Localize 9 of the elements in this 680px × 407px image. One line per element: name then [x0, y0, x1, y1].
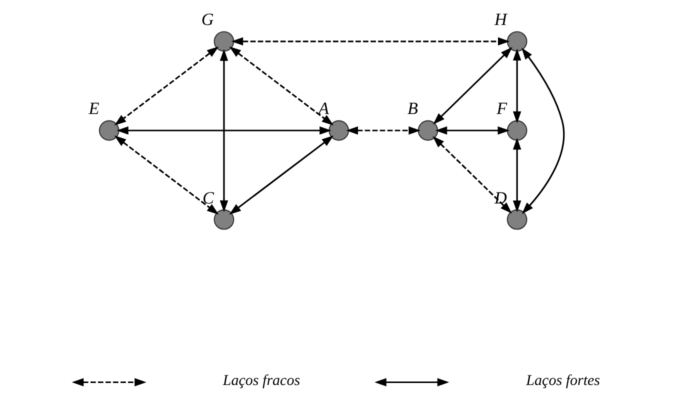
node-label: C — [202, 188, 214, 208]
legend-label: Laços fracos — [222, 373, 300, 390]
node-label: H — [494, 10, 507, 30]
node-label: G — [201, 10, 214, 30]
node-label: F — [496, 99, 508, 118]
node-label: E — [88, 99, 100, 118]
node-label: B — [408, 99, 418, 118]
node-label: A — [318, 99, 329, 118]
legend-label: Laços fortes — [526, 373, 600, 390]
